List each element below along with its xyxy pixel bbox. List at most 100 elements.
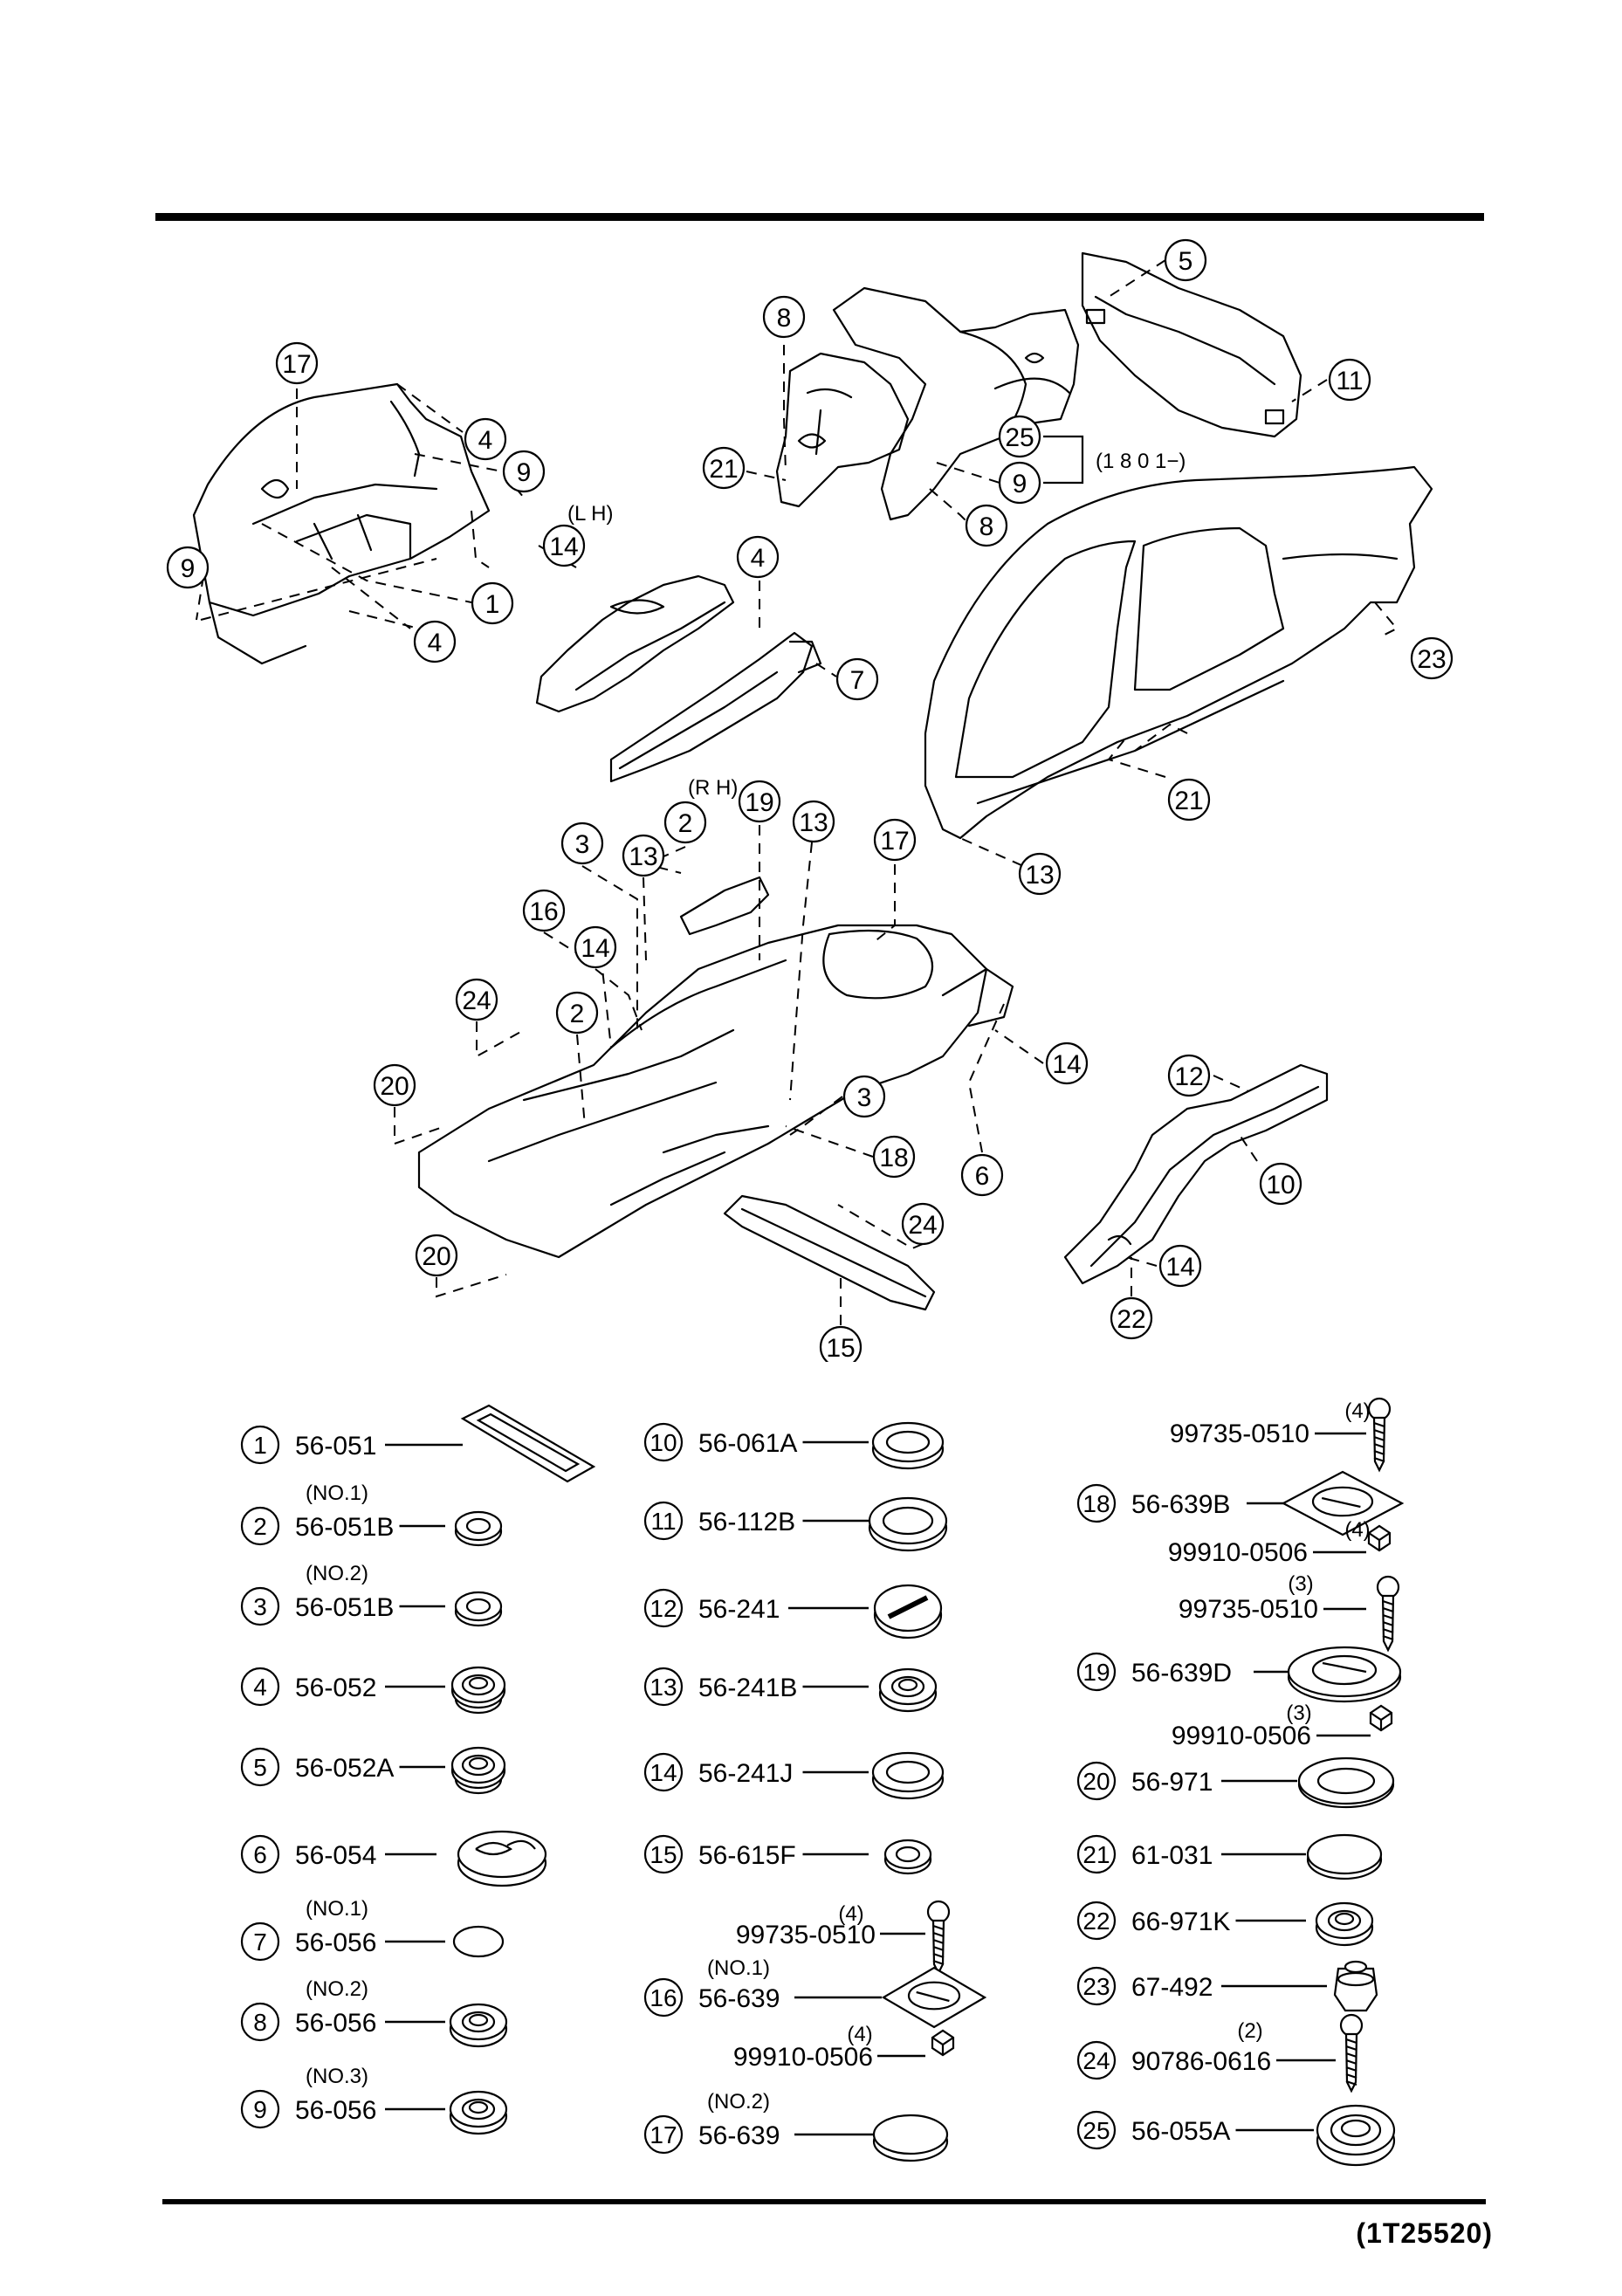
legend-row-16: 16(4)99735-0510(NO.1)56-639(4)99910-0506 <box>643 1900 987 2072</box>
part-grommet-m-icon <box>1315 1901 1374 1947</box>
rear-frame-right-part <box>1063 1063 1329 1285</box>
legend-nut-code: 99910-0506 <box>733 2043 873 2072</box>
part-grommet-s-icon <box>454 1510 503 1547</box>
legend-nut-code: 99910-0506 <box>1168 1538 1308 1567</box>
callout-number: 18 <box>1082 1490 1110 1517</box>
callout-number: 2 <box>678 809 693 838</box>
rh-bracket-part <box>679 876 770 936</box>
legend-row-3: 3(NO.2)56-051B <box>240 1562 503 1627</box>
callout-number: 1 <box>485 590 500 619</box>
callout-number: 9 <box>1013 470 1027 498</box>
part-disc-icon <box>452 1925 505 1958</box>
callout-14: 14 <box>1158 1244 1202 1288</box>
legend-note: (NO.2) <box>306 1977 368 2001</box>
legend-nut-code: 99910-0506 <box>1172 1722 1311 1750</box>
rear-floor-pan-part <box>192 382 491 665</box>
legend-code: 56-639 <box>698 1984 780 2013</box>
callout-number: 13 <box>649 1674 677 1701</box>
callout-number: 22 <box>1117 1305 1145 1334</box>
callout-number: 8 <box>253 2009 267 2036</box>
drawing-code: (1T25520) <box>1356 2217 1493 2249</box>
callout-number: 24 <box>462 986 491 1015</box>
legend-row-6: 6 56-054 <box>240 1830 547 1887</box>
callout-number: 6 <box>975 1162 990 1191</box>
legend-qty: (3) <box>1288 1572 1313 1596</box>
legend-number-20: 20 <box>1076 1761 1117 1801</box>
callout-3: 3 <box>842 1075 886 1118</box>
rear-side-member-part <box>535 574 735 713</box>
legend-code: 56-051 <box>295 1432 376 1461</box>
screw-icon <box>1339 2013 1364 2093</box>
callout-number: 6 <box>253 1841 267 1868</box>
part-grommet-deep-icon <box>450 1666 506 1715</box>
rear-package-tray-part <box>1081 251 1302 438</box>
callout-number: 3 <box>857 1083 872 1112</box>
legend-code: 56-615F <box>698 1841 796 1870</box>
callout-21: 21 <box>1167 778 1211 821</box>
legend-code: 56-056 <box>295 2096 376 2125</box>
legend-number-24: 24 <box>1076 2040 1117 2080</box>
callout-20: 20 <box>373 1063 416 1107</box>
part-plug-large-icon <box>457 1830 547 1887</box>
legend-code: 56-055A <box>1131 2117 1230 2146</box>
main-floor-pan-part <box>417 924 1014 1259</box>
callout-number: 14 <box>581 934 609 963</box>
legend-row-7: 7(NO.1)56-056 <box>240 1897 505 1962</box>
nut-icon <box>931 2029 955 2057</box>
legend-code: 56-052A <box>295 1754 394 1783</box>
legend-row-24: 24(2)90786-0616 <box>1076 2013 1364 2093</box>
callout-number: 9 <box>181 554 196 583</box>
legend-number-23: 23 <box>1076 1966 1117 2006</box>
legend-code: 56-061A <box>698 1429 797 1458</box>
legend-row-25: 25 56-055A <box>1076 2104 1396 2167</box>
part-oval-grommet-icon <box>871 1421 945 1470</box>
part-dome-icon <box>872 2114 949 2162</box>
callout-number: 21 <box>1082 1841 1110 1868</box>
legend-note: (NO.1) <box>707 1956 770 1980</box>
callout-number: 4 <box>253 1674 267 1701</box>
callout-number: 7 <box>253 1928 267 1956</box>
legend-number-16: 16 <box>643 1977 684 2018</box>
part-grommet-deep-icon <box>450 1746 506 1795</box>
legend-code: 56-639B <box>1131 1490 1230 1519</box>
callout-number: 24 <box>1082 2047 1110 2074</box>
legend-code: 56-051B <box>295 1593 394 1622</box>
legend-note: (NO.2) <box>707 2090 770 2114</box>
screw-icon <box>1376 1575 1400 1653</box>
part-grommet-m-icon <box>878 1667 938 1713</box>
callout-number: 9 <box>253 2096 267 2123</box>
legend-screw-code: 99735-0510 <box>1179 1595 1318 1624</box>
legend-row-8: 8 (NO.2) 56-056 <box>240 1977 508 2048</box>
legend-code: 56-056 <box>295 2009 376 2038</box>
callout-number: 14 <box>1052 1050 1081 1079</box>
legend-number-25: 25 <box>1076 2110 1117 2150</box>
legend-number-7: 7 <box>240 1921 280 1962</box>
callout-1: 1 <box>471 581 514 625</box>
callout-10: 10 <box>1259 1162 1302 1206</box>
part-grommet-m-icon <box>449 2090 508 2135</box>
callout-13: 13 <box>622 834 665 877</box>
legend-code: 56-054 <box>295 1841 376 1870</box>
callout-13: 13 <box>792 800 835 843</box>
callout-14: 14 <box>542 524 586 567</box>
callout-14: 14 <box>574 925 617 969</box>
part-grommet-s-icon <box>454 1591 503 1627</box>
legend-code: 66-971K <box>1131 1908 1230 1936</box>
rear-wheel-arch-part <box>832 286 1080 521</box>
legend-number-14: 14 <box>643 1752 684 1792</box>
callout-number: 4 <box>428 629 443 657</box>
legend-qty: (4) <box>1344 1399 1370 1423</box>
legend-row-17: 17(NO.2)56-639 <box>643 2090 949 2162</box>
callout-12: 12 <box>1167 1054 1211 1097</box>
legend-number-4: 4 <box>240 1667 280 1707</box>
callout-24: 24 <box>455 978 498 1021</box>
legend-code: 56-112B <box>698 1508 795 1536</box>
